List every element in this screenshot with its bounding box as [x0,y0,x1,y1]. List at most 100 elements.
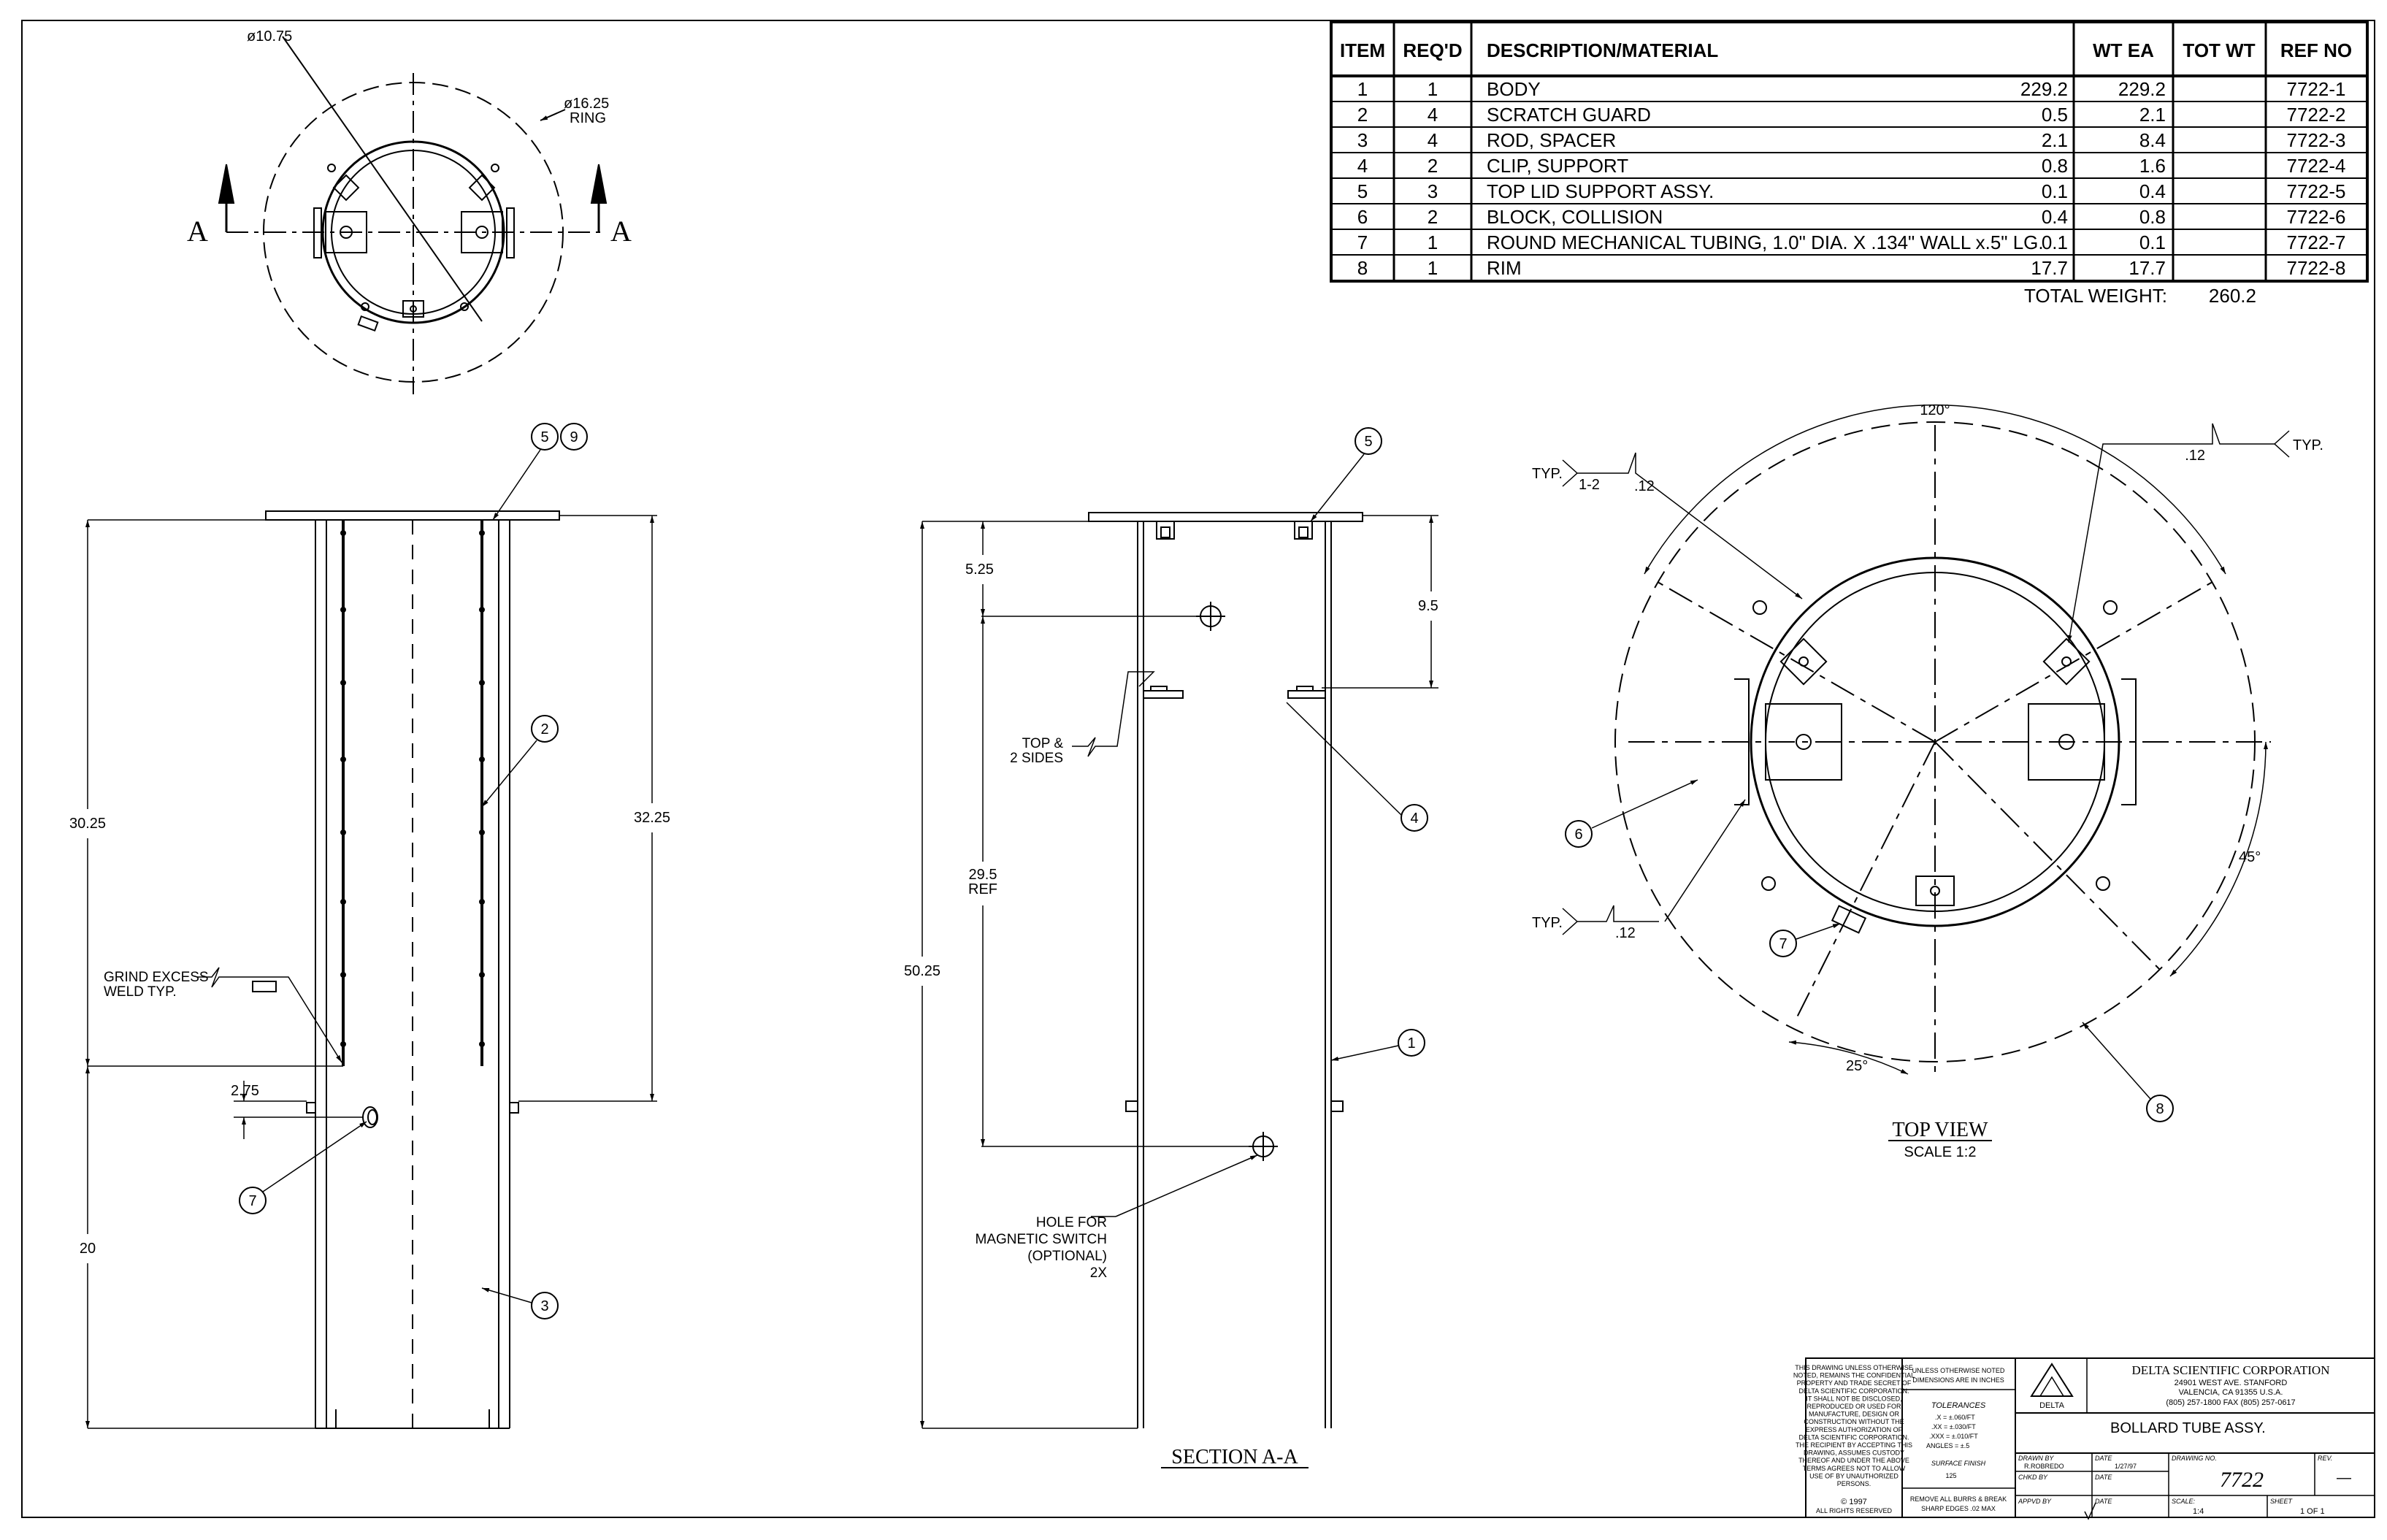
tb-rev-label: REV. [2318,1455,2332,1462]
top-typ-left: TYP. [1532,466,1563,482]
plan-dia-inner: ø10.75 [247,28,292,45]
section-letter-right: A [610,215,632,248]
tb-notice-line: DRAWING, ASSUMES CUSTODY [1804,1449,1904,1457]
bom-header-desc: DESCRIPTION/MATERIAL [1487,39,1718,61]
top-ang-45: 45° [2239,849,2261,865]
bom-item-cell: 3 [1357,129,1368,151]
tb-notice-line: NOTED, REMAINS THE CONFIDENTIAL [1793,1372,1915,1379]
top-view-scale: SCALE 1:2 [1904,1144,1977,1160]
tb-notice-line: TERMS AGREES NOT TO ALLOW [1803,1465,1906,1472]
bom-header-reqd: REQ'D [1403,39,1462,61]
bom-reqd-cell: 1 [1428,231,1438,253]
bom-reqd-cell: 2 [1428,206,1438,228]
tb-date-label: DATE [2095,1455,2112,1462]
bom-totwt-cell: 0.8 [2139,206,2166,228]
tb-sheet: 1 OF 1 [2300,1507,2325,1516]
section-balloon-4: 4 [1410,811,1418,827]
side-dim-20: 20 [80,1241,96,1257]
section-title: SECTION A-A [1171,1446,1298,1468]
side-view [85,423,657,1429]
bom-wtea-cell: 0.4 [2042,206,2068,228]
tb-surface: SURFACE FINISH [1931,1460,1986,1467]
tb-tol-x: .X = ±.060/FT [1935,1414,1975,1421]
tb-notice-line: REPRODUCED OR USED FOR [1806,1403,1901,1410]
side-dim-275: 2.75 [231,1083,259,1099]
bom-desc-cell: ROD, SPACER [1487,129,1616,151]
tb-scale-label: SCALE: [2172,1498,2196,1505]
top-ang-120: 120° [1920,402,1950,418]
bom-totwt-cell: 8.4 [2139,129,2166,151]
top-weld-size-left: .12 [1634,478,1655,494]
bom-totwt-cell: 229.2 [2118,78,2166,100]
tb-notice-line: IT SHALL NOT BE DISCLOSED, [1806,1395,1901,1402]
side-grind-note-1: GRIND EXCESS [104,970,209,985]
section-dim-95: 9.5 [1418,598,1438,614]
tb-notice-line: CONSTRUCTION WITHOUT THE [1804,1418,1904,1425]
top-ang-25: 25° [1846,1058,1868,1074]
tb-date: 1/27/97 [2115,1463,2137,1470]
top-typ-lower: TYP. [1532,915,1563,931]
bom-item-cell: 4 [1357,155,1368,177]
section-dim-525: 5.25 [965,562,994,578]
tb-notice-line: THEREOF AND UNDER THE ABOVE [1798,1457,1909,1464]
bom-refno-cell: 7722-3 [2287,129,2346,151]
bom-totwt-cell: 17.7 [2129,257,2166,279]
tb-rev: — [2337,1470,2351,1486]
bom-refno-cell: 7722-7 [2287,231,2346,253]
section-hole-note-4: 2X [1090,1265,1108,1281]
bom-totwt-cell: 1.6 [2139,155,2166,177]
bom-wtea-cell: 0.8 [2042,155,2068,177]
section-hole-note-1: HOLE FOR [1036,1215,1107,1230]
bom-refno-cell: 7722-5 [2287,180,2346,202]
tb-notice-line: DELTA SCIENTIFIC CORPORATION. [1798,1387,1909,1395]
plan-ring-label: RING [570,110,606,126]
bom-item-cell: 7 [1357,231,1368,253]
bom-totwt-cell: 0.4 [2139,180,2166,202]
section-hole-note-2: MAGNETIC SWITCH [976,1232,1108,1247]
title-block [1805,1357,2375,1520]
bom-reqd-cell: 1 [1428,78,1438,100]
tb-drawn-by: R.ROBREDO [2024,1463,2064,1470]
tb-tol-title: TOLERANCES [1931,1401,1986,1410]
bom-item-cell: 5 [1357,180,1368,202]
bom-totwt-cell: 0.1 [2139,231,2166,253]
side-balloon-2: 2 [540,721,548,738]
bom-table: ITEM REQ'D DESCRIPTION/MATERIAL WT EA TO… [1330,20,2369,307]
tb-sheet-label: SHEET [2270,1498,2294,1505]
section-dim-5025: 50.25 [904,963,940,979]
section-balloon-5: 5 [1364,434,1372,450]
tb-company: DELTA SCIENTIFIC CORPORATION [2132,1363,2330,1377]
bom-item-cell: 8 [1357,257,1368,279]
side-balloon-3: 3 [540,1298,548,1314]
tb-dwg-no-label: DRAWING NO. [2172,1455,2217,1462]
bom-header-item: ITEM [1340,39,1385,61]
bom-refno-cell: 7722-2 [2287,104,2346,126]
bom-desc-cell: TOP LID SUPPORT ASSY. [1487,180,1714,202]
tb-notice-line: THIS DRAWING UNLESS OTHERWISE [1795,1364,1913,1371]
section-top-note-1: TOP & [1022,736,1064,751]
tb-date3-label: DATE [2095,1498,2112,1505]
top-balloon-6: 6 [1574,827,1582,843]
tb-drawn-label: DRAWN BY [2018,1455,2054,1462]
tb-tol-ang: ANGLES = ±.5 [1926,1442,1969,1449]
tb-date2-label: DATE [2095,1474,2112,1481]
tb-rights: ALL RIGHTS RESERVED [1816,1507,1893,1514]
top-typ-right: TYP. [2293,437,2323,453]
bom-total-label: TOTAL WEIGHT: [2024,285,2167,307]
bom-desc-cell: CLIP, SUPPORT [1487,155,1628,177]
section-hole-note-3: (OPTIONAL) [1027,1249,1107,1264]
tb-addr2: VALENCIA, CA 91355 U.S.A. [2179,1388,2283,1397]
tb-addr1: 24901 WEST AVE. STANFORD [2175,1379,2288,1387]
tb-copyright: © 1997 [1841,1498,1867,1506]
bom-refno-cell: 7722-8 [2287,257,2346,279]
tb-tol-xxx: .XXX = ±.010/FT [1929,1433,1978,1440]
tb-units-2: DIMENSIONS ARE IN INCHES [1912,1376,2004,1384]
section-balloon-1: 1 [1407,1035,1415,1051]
top-weld-size-lower: .12 [1615,925,1636,941]
sheet-border [21,20,2375,1518]
tb-finish: 125 [1945,1472,1956,1479]
section-top-note-2: 2 SIDES [1010,751,1063,766]
tb-logo-text: DELTA [2039,1401,2064,1410]
